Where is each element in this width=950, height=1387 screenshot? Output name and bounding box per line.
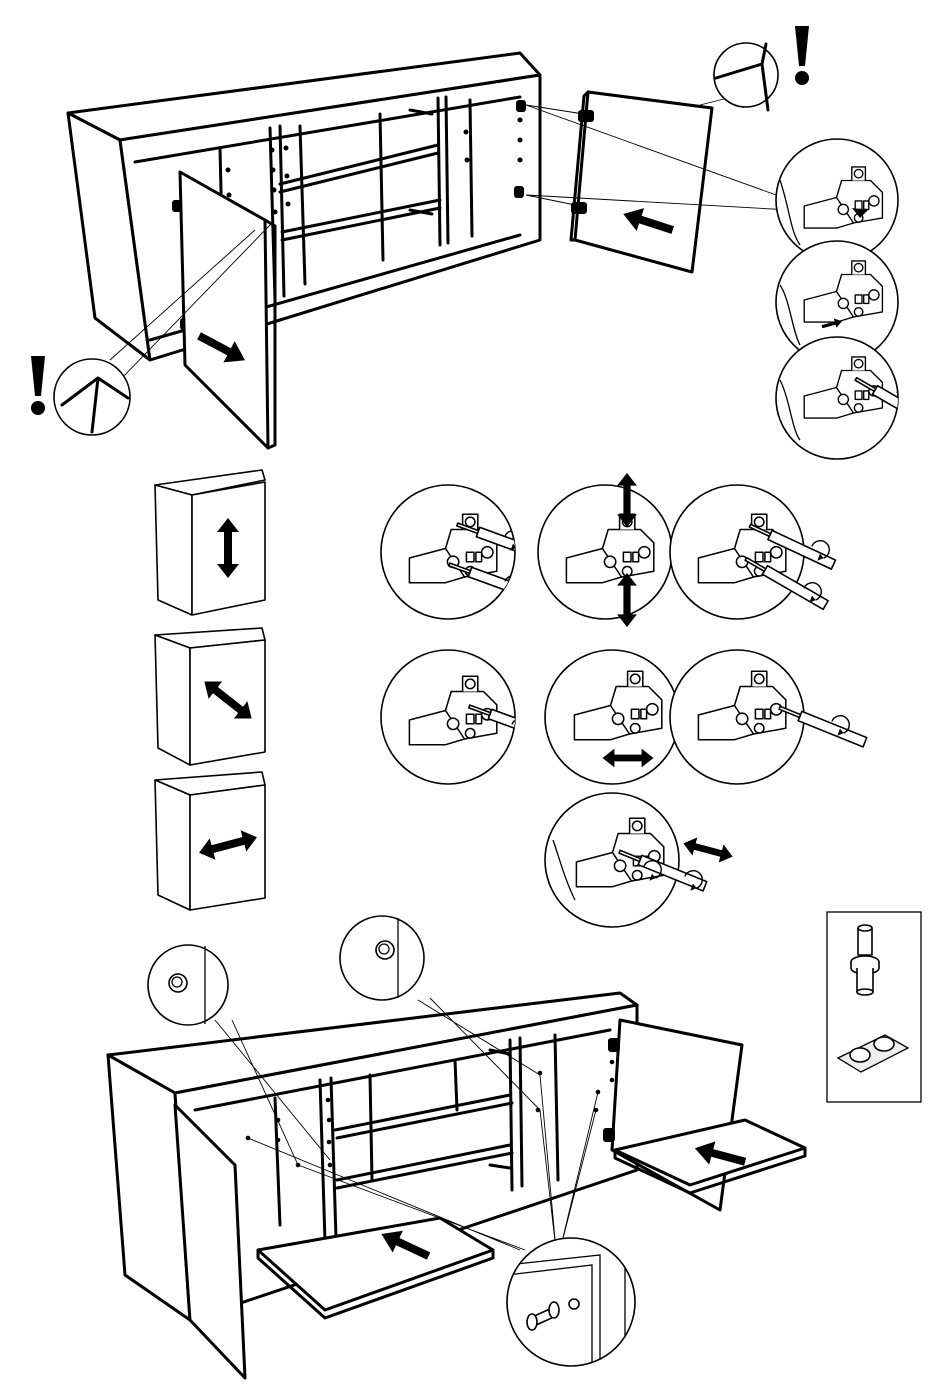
adjust-diagonal-view xyxy=(155,628,265,765)
adjust-diagonal-detail-b xyxy=(545,650,679,784)
adjust-vertical-detail-c xyxy=(670,485,836,619)
adjust-diagonal-detail-c xyxy=(670,650,867,784)
adjust-diagonal-detail-a xyxy=(381,650,557,784)
sideboard-shelves-view xyxy=(108,993,805,1378)
adjust-horizontal-view xyxy=(155,772,265,910)
adjust-vertical-detail-a xyxy=(381,485,545,619)
adhesive-bumper-icon xyxy=(838,1035,908,1072)
cabinet-door-mounting-view xyxy=(68,53,790,448)
adjust-horizontal-detail xyxy=(545,793,735,927)
pin-detail-left xyxy=(148,945,228,1025)
hinge-detail-3 xyxy=(776,337,938,459)
corner-detail-top-right xyxy=(714,43,778,110)
hardware-box xyxy=(827,912,921,1102)
adjust-vertical-detail-b xyxy=(538,473,672,627)
pin-detail-center xyxy=(340,916,424,1000)
pin-detail-bottom xyxy=(507,1238,635,1380)
corner-detail-bottom-left xyxy=(54,359,130,435)
shelf-pin-icon xyxy=(851,925,879,995)
adjust-vertical-view xyxy=(155,470,265,615)
